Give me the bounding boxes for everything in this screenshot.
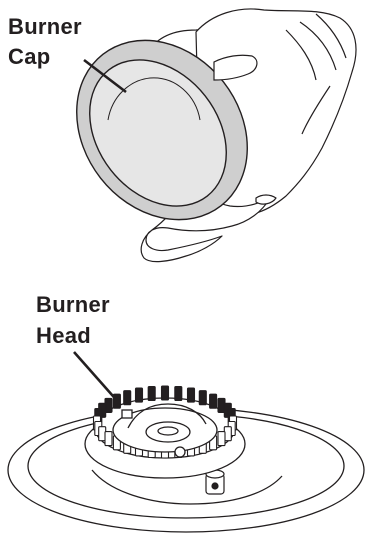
burner-vent-hole bbox=[175, 447, 185, 457]
burner-port-tooth bbox=[199, 391, 206, 405]
burner-cap-label-line-1: Burner bbox=[8, 13, 82, 41]
burner-head bbox=[85, 386, 245, 478]
burner-port-tooth bbox=[105, 432, 112, 446]
burner-port-tooth bbox=[175, 387, 182, 401]
igniter bbox=[206, 470, 224, 494]
burner-head-leader-line bbox=[74, 352, 120, 404]
burner-mount-tab bbox=[122, 410, 132, 418]
burner-port-tooth bbox=[136, 388, 143, 402]
burner-cap-label-line-2: Cap bbox=[8, 43, 50, 71]
burner-port-tooth bbox=[162, 386, 169, 400]
burner-port-tooth bbox=[188, 388, 195, 402]
burner-port-tooth bbox=[210, 394, 217, 408]
burner-port-tooth bbox=[218, 432, 225, 446]
burner-port-tooth bbox=[124, 391, 131, 405]
burner-port-tooth bbox=[148, 387, 155, 401]
burner-center-hole bbox=[158, 427, 178, 435]
burner-head-label-line-1: Burner bbox=[36, 291, 110, 319]
burner-head-label-line-2: Head bbox=[36, 322, 91, 350]
